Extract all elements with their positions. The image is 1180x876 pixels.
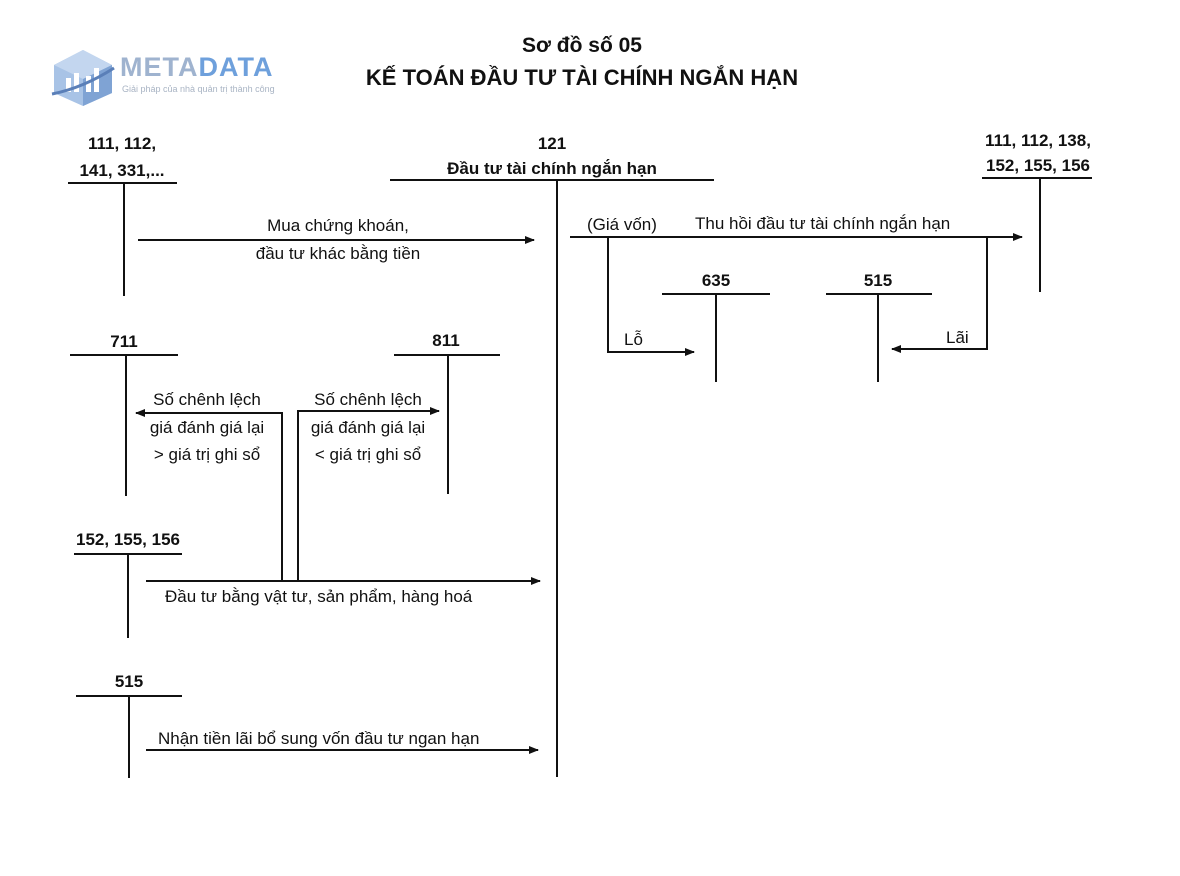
account-cash-in-line1: 111, 112, (87, 134, 157, 153)
account-811: 811 (432, 331, 460, 350)
t-account-111-112-138-152 (982, 177, 1092, 292)
account-515-bottom: 515 (114, 672, 144, 691)
logo-cube-icon (51, 50, 115, 106)
recover-label: Thu hồi đầu tư tài chính ngắn hạn (695, 214, 951, 233)
arrow-diff-loss (297, 407, 440, 582)
account-recover-line2: 152, 155, 156 (986, 156, 1090, 175)
arrow-gain (891, 237, 988, 353)
account-515-right: 515 (863, 271, 893, 290)
t-account-111-112-141-331 (68, 182, 177, 296)
diagram-number-title: Sơ đồ số 05 (522, 34, 642, 57)
t-account-515-bottom (76, 695, 182, 778)
t-account-121 (390, 179, 714, 777)
diff-gain-line2: giá đánh giá lại (149, 418, 265, 437)
t-account-152-155-156 (74, 553, 182, 638)
interest-label: Nhận tiền lãi bổ sung vốn đầu tư ngan hạ… (158, 729, 480, 748)
logo-wordmark: METADATA (120, 52, 274, 82)
diff-loss-line2: giá đánh giá lại (310, 418, 426, 437)
buy-label-line2: đầu tư khác bằng tiền (255, 244, 421, 263)
t-account-711 (70, 354, 178, 496)
account-152-155-156: 152, 155, 156 (76, 530, 180, 549)
account-711: 711 (110, 332, 138, 351)
arrow-diff-gain (135, 409, 283, 582)
diff-gain-line3: > giá trị ghi sổ (153, 445, 261, 464)
account-cash-in-line2: 141, 331,... (79, 161, 165, 180)
metadata-logo: METADATA Giải pháp của nhà quản trị thàn… (50, 48, 310, 108)
gain-label: Lãi (946, 328, 969, 347)
diagram-main-title: KẾ TOÁN ĐẦU TƯ TÀI CHÍNH NGẮN HẠN (365, 65, 799, 90)
account-recover-line1: 111, 112, 138, (985, 131, 1091, 150)
buy-label-line1: Mua chứng khoán, (267, 216, 409, 235)
account-121-name: Đầu tư tài chính ngắn hạn (447, 159, 657, 178)
account-635: 635 (701, 271, 731, 290)
t-account-811 (394, 354, 500, 494)
materials-label: Đầu tư bằng vật tư, sản phẩm, hàng hoá (165, 587, 473, 606)
loss-label: Lỗ (624, 330, 643, 349)
arrow-loss (607, 237, 695, 356)
diff-loss-line3: < giá trị ghi sổ (314, 445, 422, 464)
account-121-code: 121 (537, 134, 567, 153)
t-account-635 (662, 293, 770, 382)
logo-tagline: Giải pháp của nhà quản trị thành công (122, 84, 275, 94)
cost-label: (Giá vốn) (587, 215, 657, 234)
diff-loss-line1: Số chênh lệch (314, 390, 422, 409)
t-account-515-right (826, 293, 932, 382)
diff-gain-line1: Số chênh lệch (153, 390, 261, 409)
